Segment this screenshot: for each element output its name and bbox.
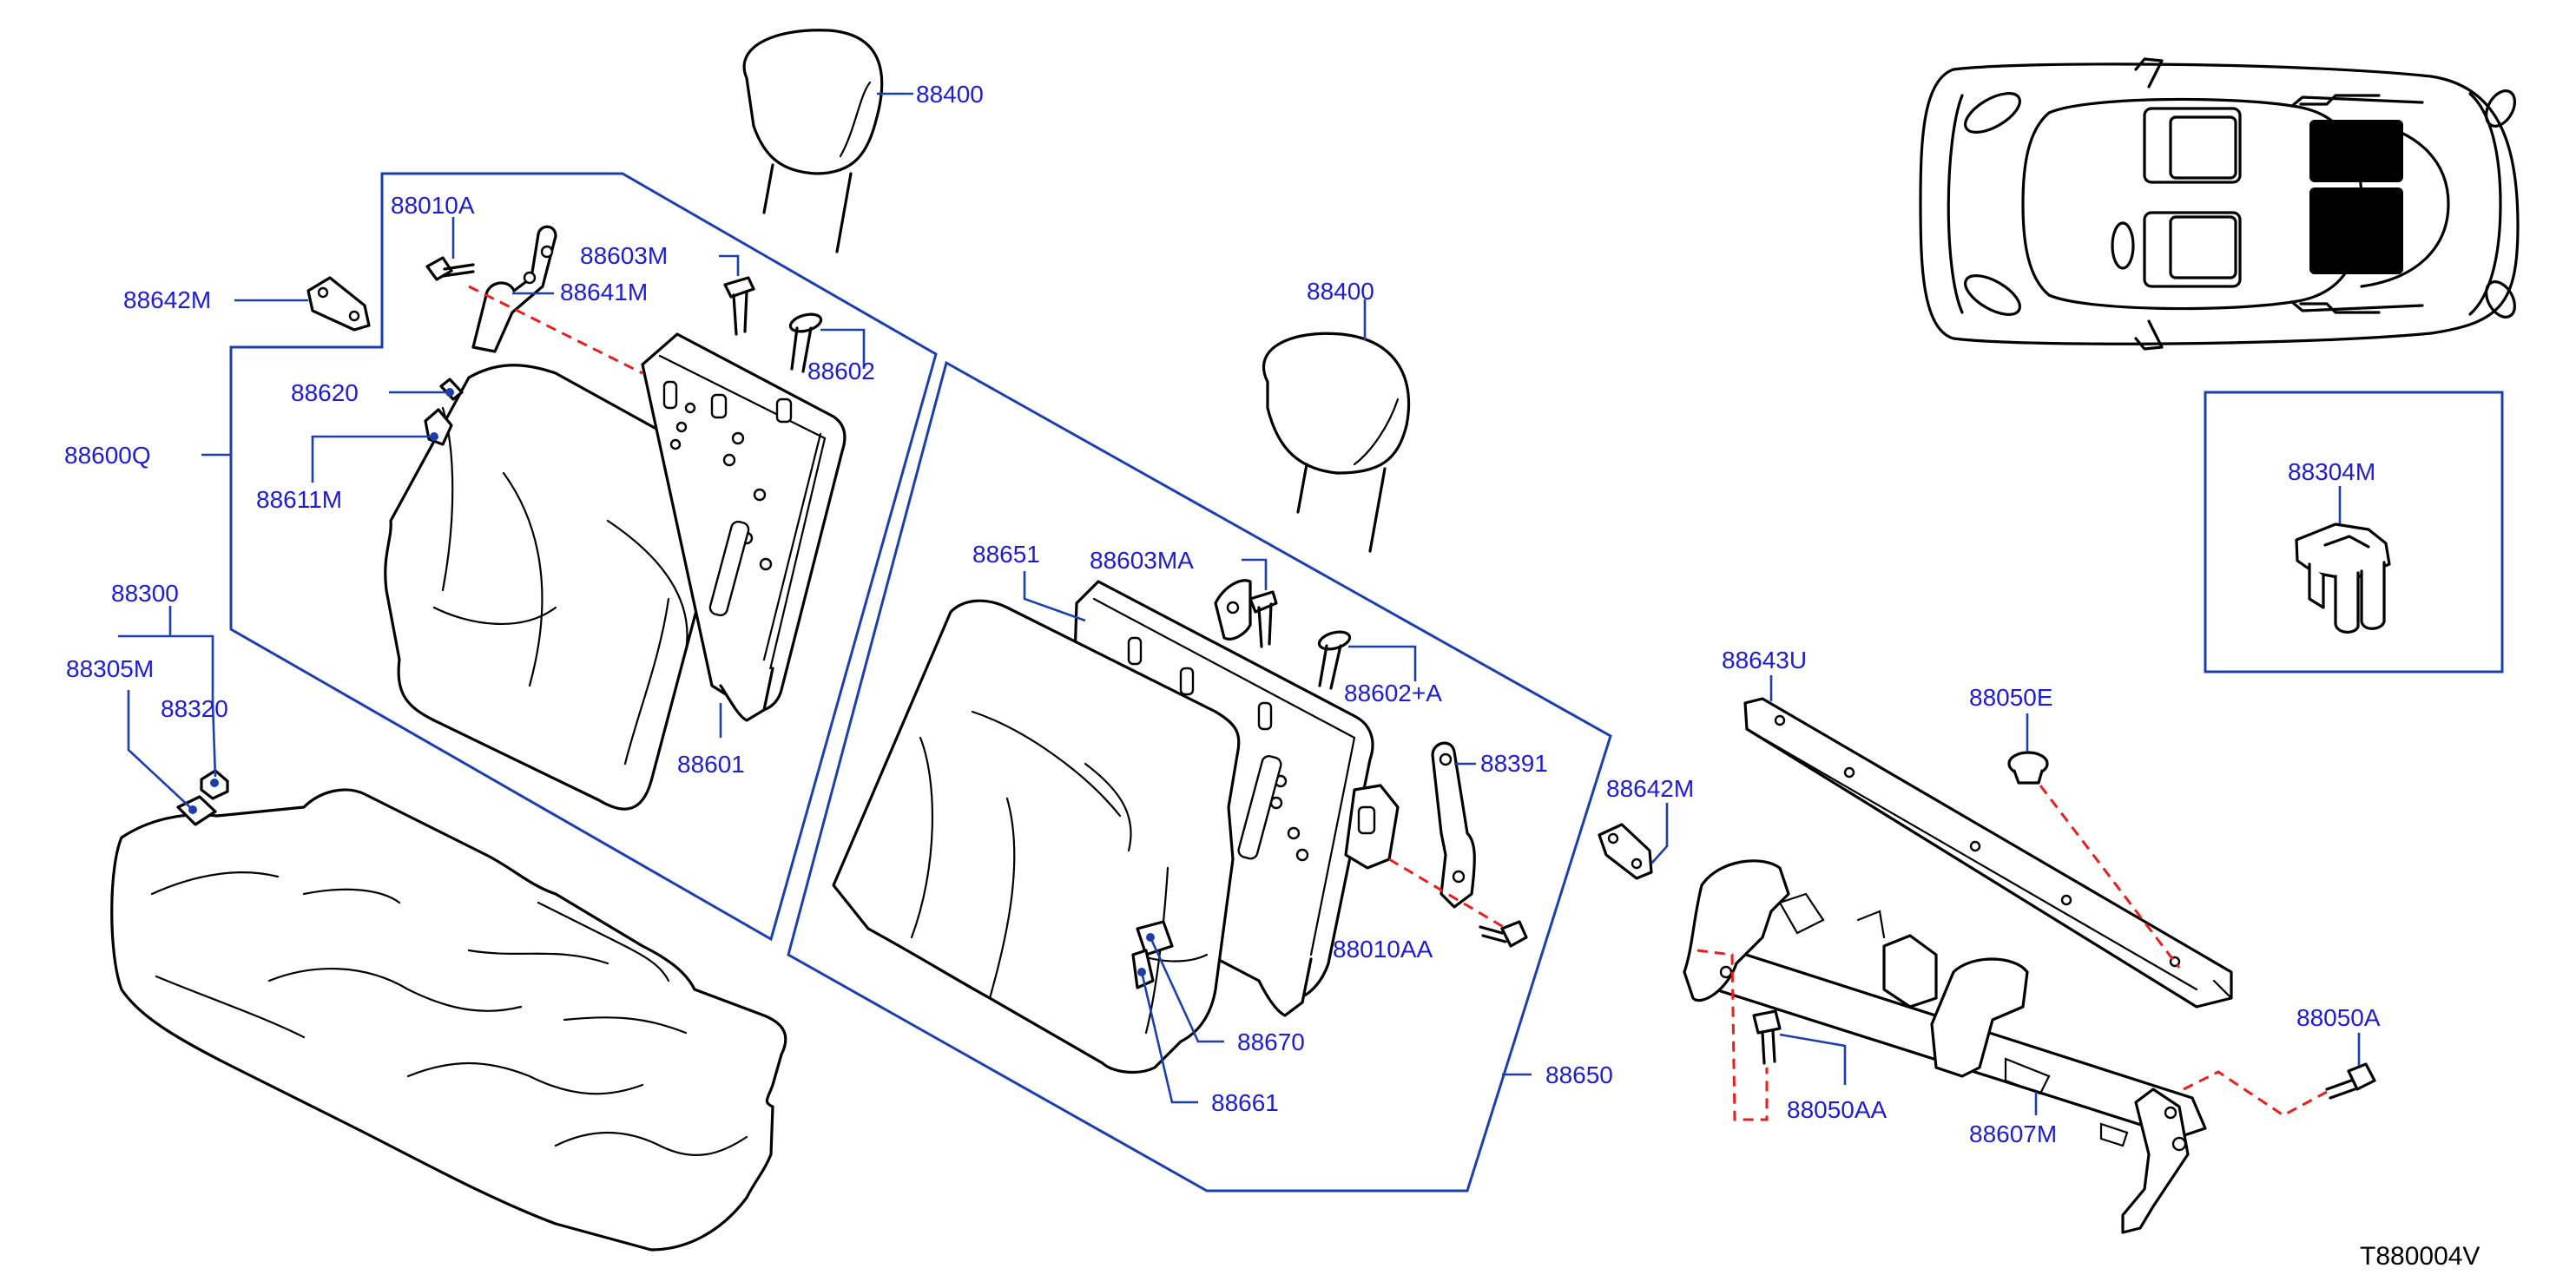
label-88643U: 88643U xyxy=(1722,647,1807,674)
inset-box-cushion-hook: 88304M xyxy=(2204,391,2504,674)
label-88641M: 88641M xyxy=(560,279,648,306)
group-outline-seatback-right xyxy=(787,360,1612,1193)
hinge-bracket-right-88642M xyxy=(1598,823,1653,880)
cap-88050E xyxy=(2007,751,2049,785)
label-88661: 88661 xyxy=(1211,1089,1279,1116)
seat-frame-88607M xyxy=(1683,859,2207,1234)
bolt-88010AA xyxy=(1479,920,1528,948)
label-88602A: 88602+A xyxy=(1344,680,1442,706)
group-outline-seatback-left xyxy=(229,172,938,942)
label-88050AA: 88050AA xyxy=(1787,1096,1888,1123)
belt-guide-88641M xyxy=(471,225,557,353)
label-88601: 88601 xyxy=(677,751,745,778)
headrest-guide-88603M xyxy=(723,276,755,336)
headrest-guide-88603MA xyxy=(1214,579,1278,648)
label-88603MA: 88603MA xyxy=(1090,547,1194,574)
highlighted-rear-seat-left xyxy=(2309,120,2403,182)
label-88670: 88670 xyxy=(1237,1028,1305,1055)
label-88651: 88651 xyxy=(972,541,1040,568)
hinge-bracket-left-88642M xyxy=(306,276,371,332)
label-88400-right: 88400 xyxy=(1307,278,1374,305)
seat-cushion xyxy=(110,788,787,1252)
diagram-code: T880004V xyxy=(2360,1242,2480,1271)
headrest-right xyxy=(1262,332,1411,553)
label-88300: 88300 xyxy=(111,580,179,607)
bolt-88010A xyxy=(425,256,475,281)
label-88305M: 88305M xyxy=(66,655,154,682)
guide-lock-88602 xyxy=(788,312,823,373)
cushion-hook-clip-icon xyxy=(2295,522,2391,634)
car-locator-illustration xyxy=(1919,57,2520,351)
label-88602: 88602 xyxy=(807,358,875,384)
label-88600Q: 88600Q xyxy=(64,442,151,469)
label-88650: 88650 xyxy=(1545,1061,1613,1088)
label-88642M-left: 88642M xyxy=(123,286,211,313)
label-88050A: 88050A xyxy=(2296,1004,2381,1031)
headrest-left xyxy=(742,29,884,253)
label-88391: 88391 xyxy=(1480,750,1548,777)
bolt-88050A xyxy=(2325,1062,2376,1100)
seatback-frame-left xyxy=(641,332,847,722)
label-88320: 88320 xyxy=(161,695,228,722)
guide-lock-88602A xyxy=(1317,630,1352,690)
label-88010A: 88010A xyxy=(391,192,475,219)
label-88304M: 88304M xyxy=(2288,458,2375,485)
label-88642M-right: 88642M xyxy=(1606,775,1694,802)
highlighted-rear-seat-right xyxy=(2309,187,2403,274)
label-88400-left: 88400 xyxy=(916,81,984,108)
label-88607M: 88607M xyxy=(1969,1120,2057,1147)
lock-88391 xyxy=(1431,741,1476,909)
label-88603M: 88603M xyxy=(580,242,668,269)
clip-88670 xyxy=(1136,920,1174,956)
label-88611M: 88611M xyxy=(256,486,342,513)
label-88010AA: 88010AA xyxy=(1333,936,1433,963)
label-88620: 88620 xyxy=(291,379,359,406)
bolt-88050AA xyxy=(1752,1009,1782,1065)
label-88050E: 88050E xyxy=(1969,684,2053,711)
